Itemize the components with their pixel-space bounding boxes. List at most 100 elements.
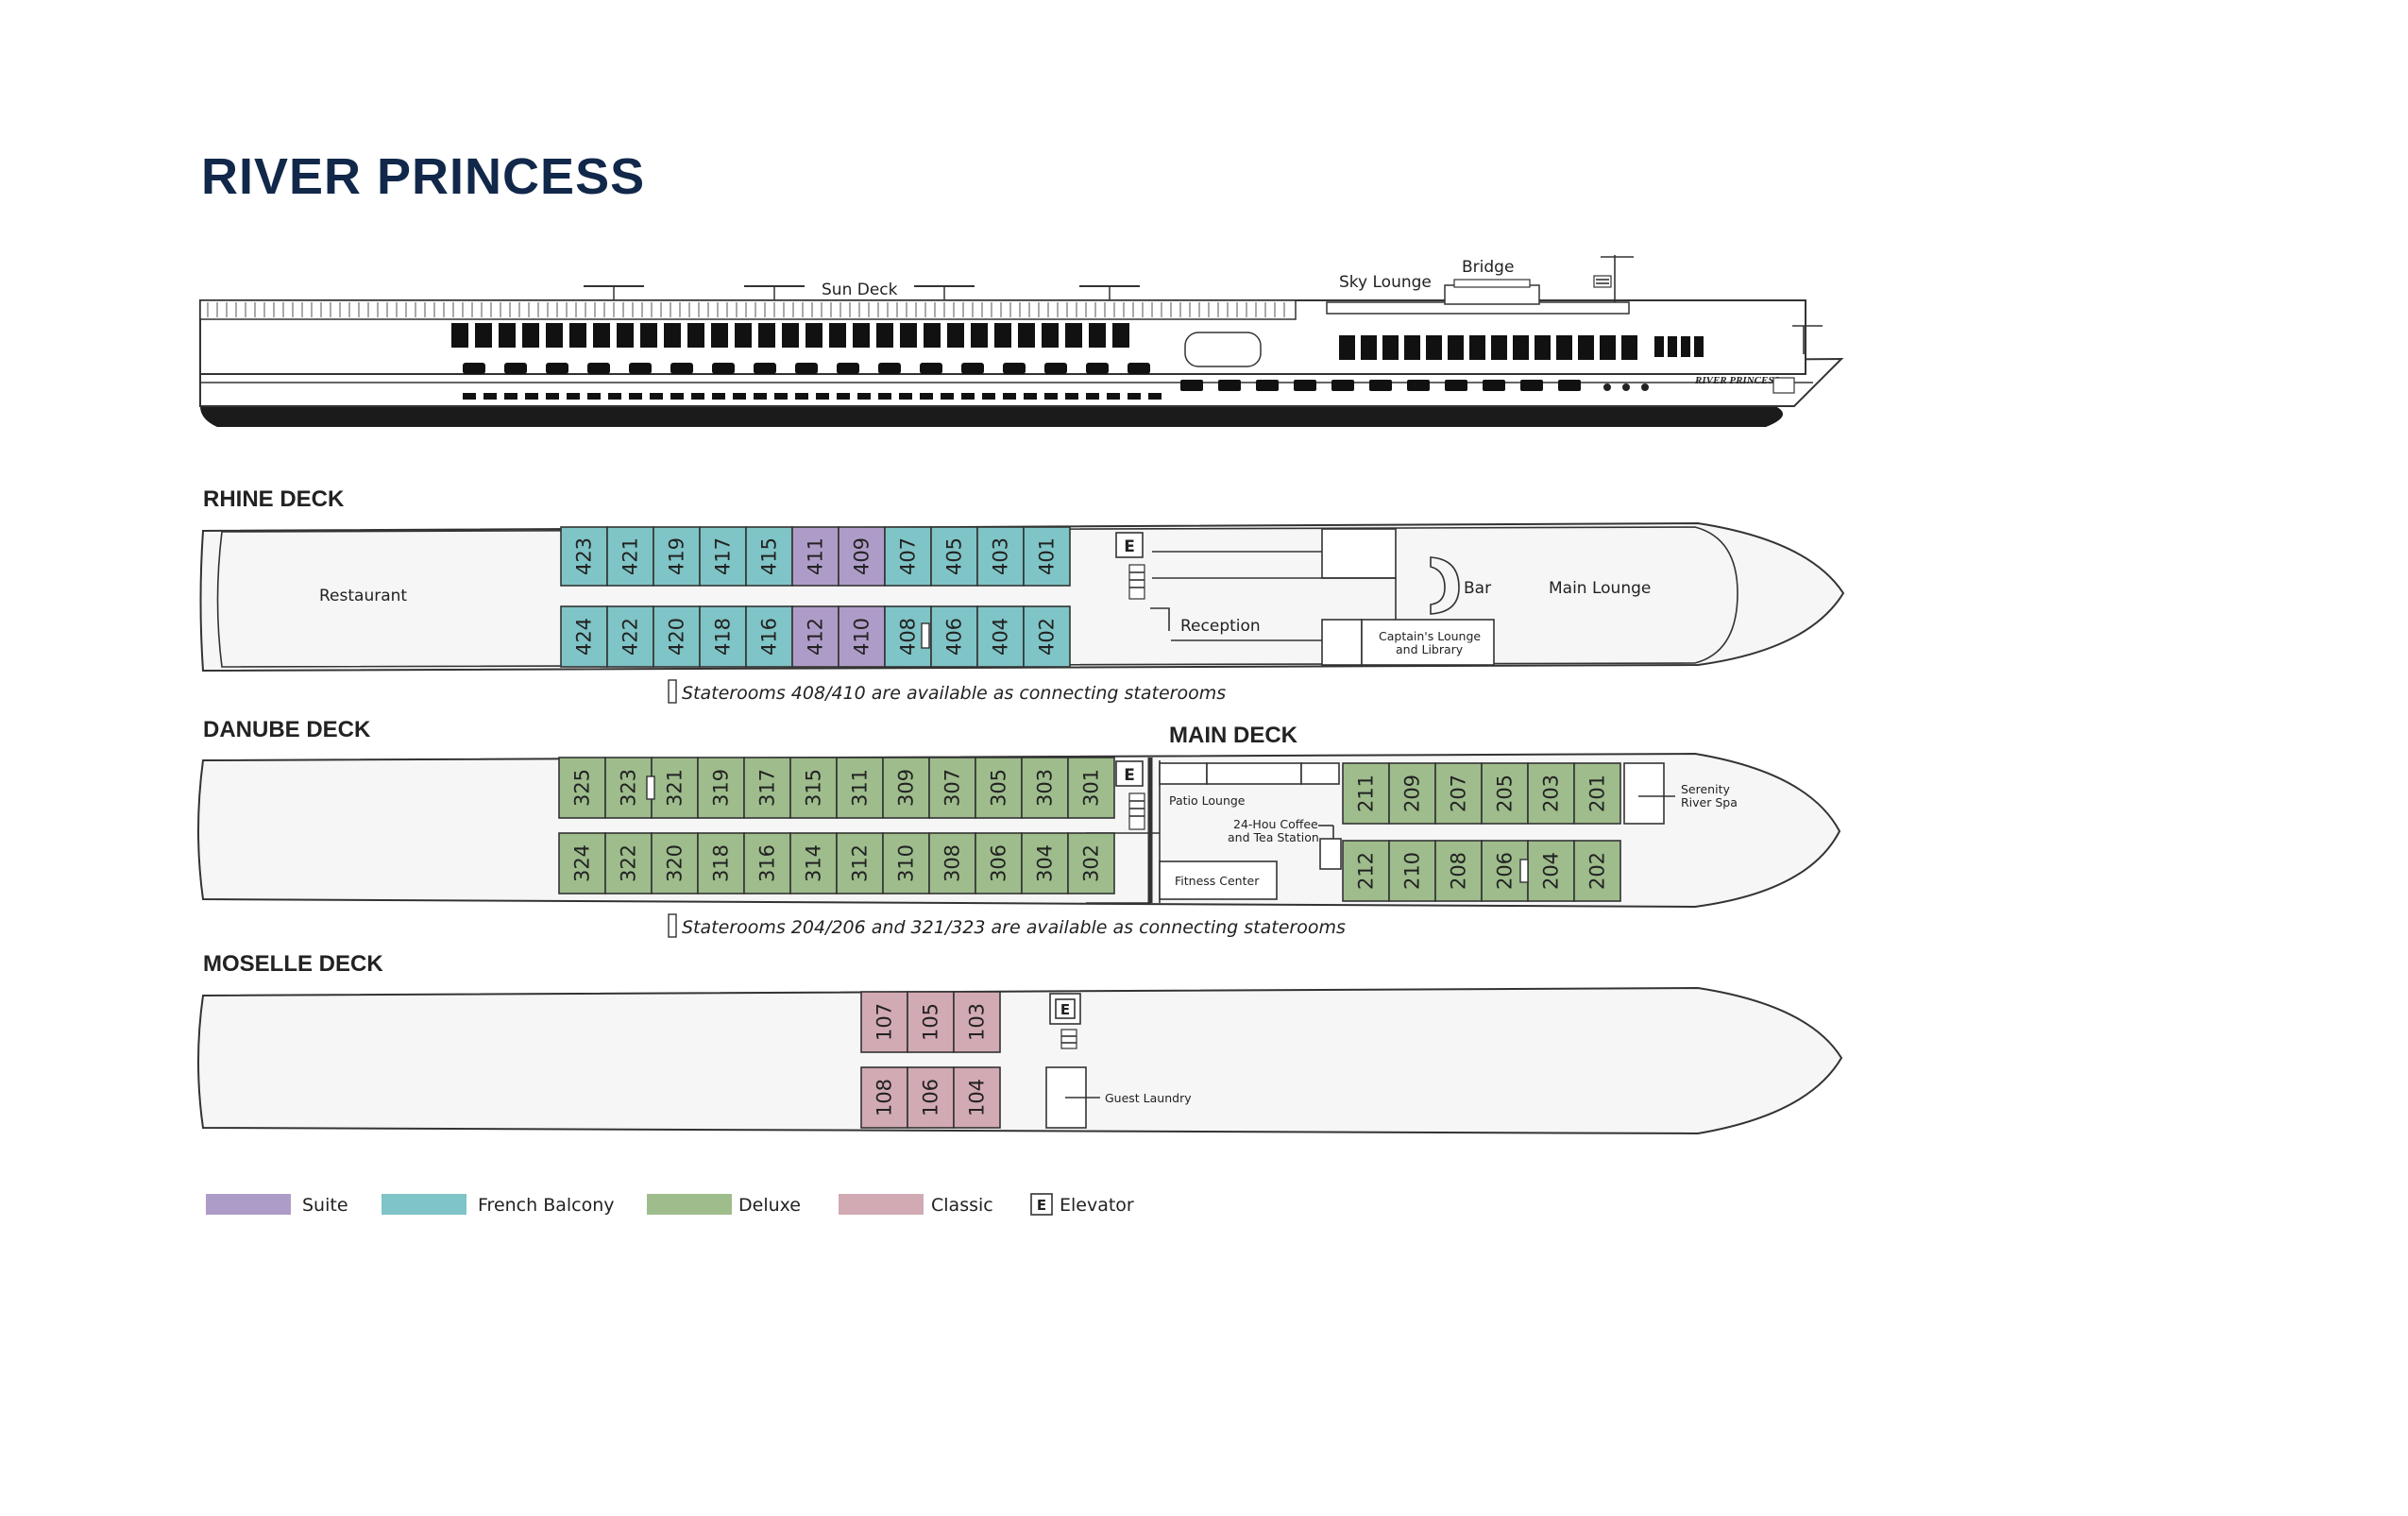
rhine-deck: Restaurant Reception Bar Main Lounge Cap… bbox=[199, 521, 1845, 673]
svg-text:E: E bbox=[1124, 537, 1135, 556]
cabin-421: 421 bbox=[606, 526, 654, 587]
cabin-number: 320 bbox=[664, 844, 687, 882]
cabin-number: 307 bbox=[941, 769, 964, 807]
cabin-number: 303 bbox=[1034, 769, 1057, 807]
legend-suite-swatch bbox=[206, 1194, 291, 1215]
rhine-deck-inner bbox=[216, 526, 1738, 668]
elevator-icon: E bbox=[1115, 532, 1144, 558]
cabin-410: 410 bbox=[838, 605, 886, 668]
cabin-304: 304 bbox=[1021, 832, 1069, 894]
cabin-number: 416 bbox=[758, 618, 781, 656]
cabin-number: 325 bbox=[571, 769, 594, 807]
cabin-303: 303 bbox=[1021, 757, 1069, 819]
cabin-325: 325 bbox=[558, 757, 606, 819]
cabin-305: 305 bbox=[975, 757, 1023, 819]
cabin-number: 105 bbox=[920, 1003, 942, 1041]
legend-deluxe-label: Deluxe bbox=[738, 1195, 801, 1216]
moselle-deck-hull bbox=[197, 986, 1843, 1135]
rhine-connect-note: Staterooms 408/410 are available as conn… bbox=[668, 679, 1226, 704]
cabin-320: 320 bbox=[651, 832, 699, 894]
cabin-number: 407 bbox=[897, 537, 920, 575]
cabin-number: 324 bbox=[571, 844, 594, 882]
svg-text:E: E bbox=[1060, 1001, 1070, 1018]
legend: Suite French Balcony Deluxe Classic E El… bbox=[206, 1193, 1134, 1216]
hull-waterline bbox=[200, 406, 1783, 427]
cabin-301: 301 bbox=[1067, 757, 1115, 819]
connecting-door-icon bbox=[646, 775, 1529, 883]
cabin-104: 104 bbox=[953, 1066, 1001, 1129]
cabin-202: 202 bbox=[1573, 840, 1621, 902]
bridge-label: Bridge bbox=[1462, 258, 1514, 277]
cabin-number: 317 bbox=[756, 769, 779, 807]
cabin-108: 108 bbox=[860, 1066, 908, 1129]
elevator-legend-icon bbox=[1030, 1193, 1053, 1216]
cabin-number: 302 bbox=[1080, 844, 1103, 882]
cabin-322: 322 bbox=[604, 832, 653, 894]
window-row-middle bbox=[463, 363, 1581, 391]
cabin-407: 407 bbox=[884, 526, 932, 587]
cabin-424: 424 bbox=[560, 605, 608, 668]
cabin-420: 420 bbox=[653, 605, 701, 668]
danube-deck-title: DANUBE DECK bbox=[203, 717, 371, 742]
cabin-321: 321 bbox=[651, 757, 699, 819]
elevator-icon: E bbox=[1115, 760, 1144, 787]
sun-deck-umbrellas bbox=[584, 285, 1140, 300]
sun-deck-label: Sun Deck bbox=[822, 281, 898, 299]
sun-deck-railing bbox=[207, 302, 1285, 317]
window-row-lower bbox=[463, 393, 1162, 400]
cabin-number: 417 bbox=[712, 537, 735, 575]
main-lounge-label: Main Lounge bbox=[1549, 579, 1651, 598]
rhine-note-text: Staterooms 408/410 are available as conn… bbox=[682, 683, 1226, 704]
cabin-number: 305 bbox=[988, 769, 1010, 807]
cabin-208: 208 bbox=[1434, 840, 1483, 902]
cabin-number: 421 bbox=[619, 537, 642, 575]
danube-main-deck: Patio Lounge 24-Hou Coffee and Tea Stati… bbox=[197, 752, 1841, 909]
cabin-416: 416 bbox=[745, 605, 793, 668]
cabin-201: 201 bbox=[1573, 762, 1621, 825]
cabin-312: 312 bbox=[836, 832, 884, 894]
cabin-number: 310 bbox=[895, 844, 918, 882]
cabin-106: 106 bbox=[907, 1066, 955, 1129]
cabin-number: 420 bbox=[666, 618, 688, 656]
fitness-center-label: Fitness Center bbox=[1175, 874, 1260, 888]
cabin-number: 405 bbox=[943, 537, 966, 575]
cabin-number: 203 bbox=[1540, 775, 1563, 812]
cabin-number: 301 bbox=[1080, 769, 1103, 807]
cabin-number: 207 bbox=[1448, 775, 1470, 812]
cabin-number: 314 bbox=[803, 844, 825, 882]
cabin-403: 403 bbox=[976, 526, 1025, 587]
cabin-number: 208 bbox=[1448, 852, 1470, 890]
reception-label: Reception bbox=[1180, 617, 1261, 636]
elevator-legend-symbol: E bbox=[1037, 1197, 1046, 1214]
spa-label-1: Serenity bbox=[1681, 782, 1730, 796]
cabin-number: 304 bbox=[1034, 844, 1057, 882]
cabin-number: 209 bbox=[1401, 775, 1424, 812]
cabin-number: 212 bbox=[1355, 852, 1378, 890]
cabin-311: 311 bbox=[836, 757, 884, 819]
window-row-upper bbox=[451, 323, 1704, 360]
cabin-212: 212 bbox=[1342, 840, 1390, 902]
ship-title: RIVER PRINCESS bbox=[201, 148, 645, 205]
logo-mark-icon bbox=[1772, 377, 1795, 394]
captains-lounge-label: Captain's Lounge bbox=[1379, 629, 1481, 643]
legend-french-balcony-swatch bbox=[382, 1194, 466, 1215]
cabin-411: 411 bbox=[791, 526, 839, 587]
cabin-323: 323 bbox=[604, 757, 653, 819]
legend-classic-label: Classic bbox=[931, 1195, 993, 1216]
spa-label-2: River Spa bbox=[1681, 795, 1738, 809]
cabin-number: 419 bbox=[666, 537, 688, 575]
cabin-308: 308 bbox=[928, 832, 976, 894]
cabin-207: 207 bbox=[1434, 762, 1483, 825]
captains-library-label: and Library bbox=[1396, 642, 1464, 656]
cabin-402: 402 bbox=[1023, 605, 1071, 668]
danube-connect-note: Staterooms 204/206 and 321/323 are avail… bbox=[668, 913, 1346, 938]
cabin-number: 409 bbox=[851, 537, 873, 575]
cabin-number: 418 bbox=[712, 618, 735, 656]
cabin-number: 408 bbox=[897, 618, 920, 656]
cabin-number: 308 bbox=[941, 844, 964, 882]
cabin-310: 310 bbox=[882, 832, 930, 894]
